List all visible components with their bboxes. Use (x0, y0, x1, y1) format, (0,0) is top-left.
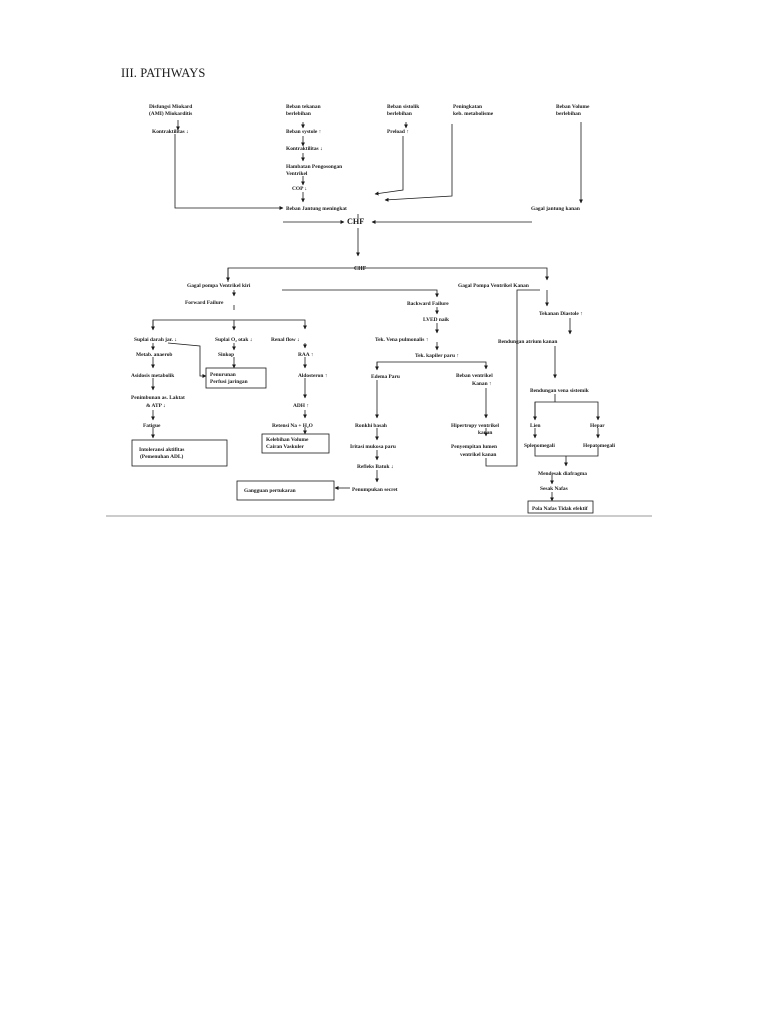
node-peningkatan-line1: Peningkatan (453, 104, 482, 110)
node-penurunan-line1: Penurunan (210, 372, 236, 378)
node-labels: Disfungsi Miokard (AMI) Miokarditis Beba… (131, 104, 616, 512)
node-beban-sistolik-line2: berlebihan (387, 111, 412, 117)
node-hepar: Hepar (590, 423, 605, 429)
connectors (151, 120, 600, 502)
node-boxes (131, 367, 594, 514)
node-suplai-o2: Suplai O₂ otak ↓ (215, 337, 252, 343)
node-gagal-kanan: Gagal Pompa Ventrikel Kanan (458, 283, 529, 289)
node-renal-flow: Renal flow ↓ (271, 337, 300, 343)
node-bendungan-atrium: Bendungan atrium kanan (498, 339, 557, 345)
node-backward-failure: Backward Failure (407, 301, 449, 307)
node-bebas-ventrikel-line1: Beban ventrikel (456, 373, 493, 379)
node-penurunan-line2: Perfusi jaringan (210, 379, 248, 385)
node-kontraktilitas-b: Kontraktilitas ↓ (286, 146, 323, 152)
node-sesak: Sesak Nafas (540, 486, 568, 492)
node-ronkhi: Ronkhi basah (355, 423, 387, 429)
node-lved: LVED naik (423, 317, 449, 323)
node-beban-tekanan-line2: berlebihan (286, 111, 311, 117)
box-intoleransi (131, 439, 228, 467)
node-hambatan-line1: Hambatan Pengosongan (286, 164, 342, 170)
node-kontraktilitas-a: Kontraktilitas ↓ (152, 129, 189, 135)
node-pola-nafas: Pola Nafas Tidak efektif (532, 506, 588, 512)
node-penumpukan: Penumpukan secret (352, 487, 398, 493)
node-asidosis: Asidosis metabolik (131, 373, 174, 379)
node-beban-sistolik-line1: Beban sistolik (387, 104, 419, 110)
node-kelebihan-line1: Kelebihan Volume (266, 437, 309, 443)
node-penimbunan-line2: & ATP ↓ (146, 403, 166, 409)
node-preload: Preload ↑ (387, 129, 409, 135)
node-gangguan: Gangguan pertukaran (244, 488, 296, 494)
node-bendungan-vena: Bendungan vena sistemik (530, 388, 589, 394)
node-adh: ADH ↑ (293, 403, 309, 409)
node-tek-vena: Tek. Vena pulmonalis ↑ (375, 337, 428, 343)
node-iritasi: Iritasi mukosa paru (350, 444, 396, 450)
node-beban-volume-line1: Beban Volume (556, 104, 590, 110)
node-chf-1: CHF (347, 217, 364, 226)
page-heading: III. PATHWAYS (121, 66, 206, 80)
node-disfungsi-line1: Disfungsi Miokard (149, 104, 192, 110)
node-lien: Lien (530, 423, 540, 429)
node-kelebihan-line2: Cairan Vaskuler (266, 444, 304, 450)
node-hipertropy-line1: Hipertropy ventrikel (451, 423, 499, 429)
node-penyempitan-line1: Penyempitan lumen (451, 444, 497, 450)
node-suplai-darah: Suplai darah jar. ↓ (134, 337, 177, 343)
node-sinkop: Sinkop (218, 352, 234, 358)
node-hambatan-line2: Ventrikel (286, 171, 308, 177)
node-tekanan-diastole: Tekanan Diastole ↑ (539, 311, 583, 317)
node-mendesak: Mendesak diafragma (538, 471, 587, 477)
node-tek-kapiler: Tek. kapiler paru ↑ (415, 353, 459, 359)
box-gangguan (236, 480, 335, 501)
node-retensi: Retensi Na + H₂O (272, 423, 313, 429)
box-penurunan-perfusi (205, 367, 267, 389)
node-gagal-kiri: Gagal pompa Ventrikel kiri (187, 283, 251, 289)
node-splenomegali: Splenomegali (524, 443, 555, 449)
node-peningkatan-line2: keb. metabolisme (453, 111, 494, 117)
node-cop: COP ↓ (292, 186, 307, 192)
node-penyempitan-line2: ventrikel kanan (460, 452, 496, 458)
node-disfungsi-line2: (AMI) Miokarditis (149, 110, 192, 117)
node-hipertropy-line2: kanan (478, 430, 492, 436)
node-beban-jantung: Beban Jantung meningkat (286, 206, 347, 212)
node-fatigue: Fatigue (143, 423, 161, 429)
node-intoleransi-line1: Intoleransi aktifitas (139, 447, 184, 453)
box-kelebihan-volume (261, 433, 330, 454)
node-penimbunan-line1: Penimbunan as. Laktat (131, 395, 185, 401)
node-hepatomegali: Hepatomegali (583, 443, 616, 449)
node-beban-systole: Beban systole ↑ (286, 129, 321, 135)
node-chf-2: CHF (354, 266, 367, 272)
node-beban-volume-line2: berlebihan (556, 111, 581, 117)
node-aldosteron: Aldosteron ↑ (298, 373, 327, 379)
node-refleks-batuk: Refleks Batuk ↓ (357, 464, 394, 470)
box-pola-nafas (527, 500, 594, 514)
node-metab: Metab. anaerob (136, 352, 172, 358)
node-intoleransi-line2: (Pemenuhan ADL) (140, 453, 183, 460)
node-edema-paru: Edema Paru (371, 374, 400, 380)
node-bebas-ventrikel-line2: Kanan ↑ (472, 381, 492, 387)
node-raa: RAA ↑ (298, 352, 313, 358)
node-gagal-jantung-kanan: Gagal jantung kanan (531, 206, 580, 212)
node-forward-failure: Forward Failure (185, 300, 224, 306)
node-beban-tekanan-line1: Beban tekanan (286, 104, 321, 110)
